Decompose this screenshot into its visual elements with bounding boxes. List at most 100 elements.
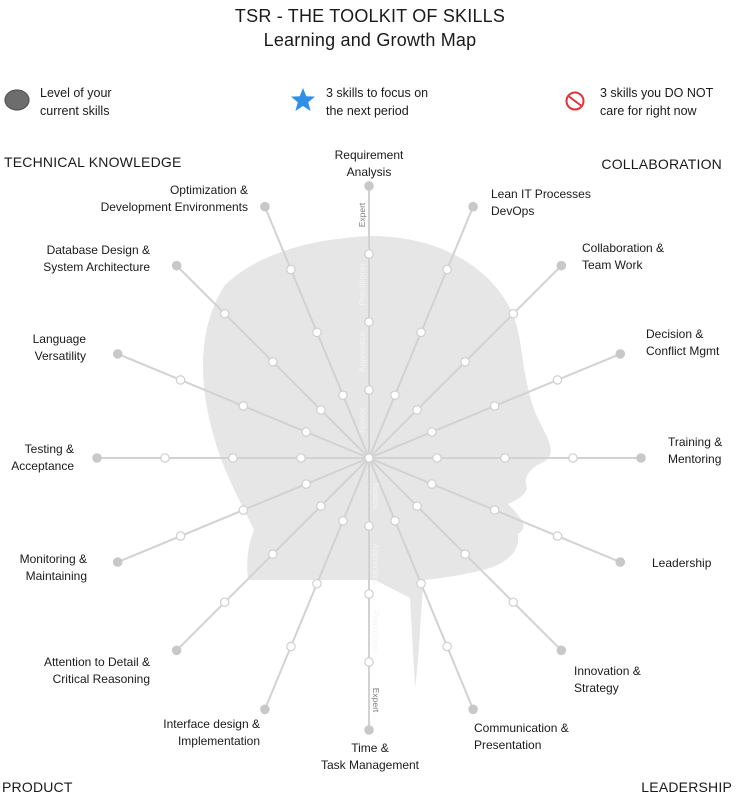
- level-dot-practitioner[interactable]: [552, 531, 563, 541]
- level-dot-expert[interactable]: [171, 645, 182, 656]
- level-dot-practitioner[interactable]: [175, 531, 186, 541]
- level-dot-expert[interactable]: [260, 704, 270, 715]
- level-dot-practitioner[interactable]: [219, 308, 230, 319]
- legend-focus-skills: 3 skills to focus on the next period: [326, 86, 429, 118]
- skill-label-interface-design-implementation: Interface design & Implementation: [163, 717, 260, 748]
- level-label-expert: Expert: [357, 202, 367, 227]
- level-dot-apprentice[interactable]: [268, 549, 278, 559]
- category-collaboration: COLLABORATION: [601, 156, 722, 172]
- level-dot-apprentice[interactable]: [364, 589, 374, 599]
- level-label-apprentice: Apprentice: [371, 544, 381, 585]
- level-dot-apprentice[interactable]: [238, 505, 249, 515]
- level-dot-novice[interactable]: [316, 501, 326, 511]
- level-dot-apprentice[interactable]: [460, 357, 470, 367]
- level-dot-apprentice[interactable]: [228, 453, 238, 463]
- level-dot-expert[interactable]: [636, 453, 646, 463]
- red-prohibited-icon: [564, 90, 586, 117]
- skill-label-leadership: Leadership: [652, 556, 712, 570]
- level-dot-practitioner[interactable]: [364, 249, 374, 259]
- level-dot-novice[interactable]: [390, 516, 400, 526]
- skill-label-collaboration-team-work: Collaboration & Team Work: [582, 241, 665, 272]
- level-dot-expert[interactable]: [364, 181, 374, 191]
- level-dot-expert[interactable]: [556, 260, 567, 271]
- level-dot-practitioner[interactable]: [219, 597, 230, 608]
- skill-label-time-task-management: Time & Task Management: [320, 741, 420, 772]
- level-dot-expert[interactable]: [112, 349, 123, 359]
- category-product: PRODUCT: [2, 779, 73, 795]
- level-dot-practitioner[interactable]: [175, 375, 186, 385]
- level-dot-practitioner[interactable]: [568, 453, 578, 463]
- level-dot-expert[interactable]: [615, 557, 626, 567]
- level-dot-novice[interactable]: [316, 405, 326, 415]
- skill-label-decision-conflict-mgmt: Decision & Conflict Mgmt: [646, 327, 720, 358]
- level-dot-expert[interactable]: [556, 645, 567, 656]
- level-dot-practitioner[interactable]: [286, 641, 296, 652]
- center-dot: [364, 453, 374, 463]
- legend-ignore-skills: 3 skills you DO NOT care for right now: [600, 86, 714, 118]
- level-dot-novice[interactable]: [338, 516, 348, 526]
- level-dot-apprentice[interactable]: [416, 578, 426, 589]
- level-dot-expert[interactable]: [364, 725, 374, 735]
- level-dot-novice[interactable]: [301, 479, 311, 489]
- level-dot-expert[interactable]: [171, 260, 182, 271]
- level-dot-novice[interactable]: [390, 390, 400, 400]
- level-dot-apprentice[interactable]: [268, 357, 278, 367]
- level-dot-apprentice[interactable]: [489, 505, 500, 515]
- skill-label-communication-presentation: Communication & Presentation: [474, 721, 569, 752]
- level-dot-novice[interactable]: [427, 427, 437, 437]
- level-dot-novice[interactable]: [338, 390, 348, 400]
- level-dot-expert[interactable]: [260, 201, 270, 212]
- skill-label-testing-acceptance: Testing & Acceptance: [11, 442, 74, 473]
- level-dot-novice[interactable]: [301, 427, 311, 437]
- level-dot-practitioner[interactable]: [364, 657, 374, 667]
- level-label-practitioner: Practitioner: [371, 611, 381, 654]
- level-dot-practitioner[interactable]: [508, 308, 519, 319]
- level-label-novice: Novice: [371, 483, 381, 509]
- level-dot-apprentice[interactable]: [364, 317, 374, 327]
- level-dot-practitioner[interactable]: [442, 641, 452, 652]
- blue-star-icon: [290, 87, 316, 118]
- level-dot-apprentice[interactable]: [238, 401, 249, 411]
- level-dot-apprentice[interactable]: [500, 453, 510, 463]
- level-dot-novice[interactable]: [364, 521, 374, 531]
- page-title: TSR - THE TOOLKIT OF SKILLS: [234, 6, 506, 26]
- level-dot-practitioner[interactable]: [552, 375, 563, 385]
- level-dot-expert[interactable]: [468, 704, 478, 715]
- skill-label-requirement-analysis: Requirement Analysis: [334, 148, 404, 179]
- level-dot-practitioner[interactable]: [286, 264, 296, 275]
- level-dot-novice[interactable]: [296, 453, 306, 463]
- level-label-practitioner: Practitioner: [357, 262, 367, 305]
- level-label-apprentice: Apprentice: [357, 331, 367, 372]
- skill-label-innovation-strategy: Innovation & Strategy: [574, 664, 641, 695]
- level-dot-apprentice[interactable]: [489, 401, 500, 411]
- level-dot-novice[interactable]: [432, 453, 442, 463]
- level-dot-apprentice[interactable]: [312, 578, 322, 589]
- category-technical-knowledge: TECHNICAL KNOWLEDGE: [4, 154, 182, 170]
- skill-label-monitoring-maintaining: Monitoring & Maintaining: [19, 552, 87, 583]
- level-dot-expert[interactable]: [468, 201, 478, 212]
- level-dot-novice[interactable]: [364, 385, 374, 395]
- level-dot-novice[interactable]: [427, 479, 437, 489]
- level-dot-novice[interactable]: [412, 405, 422, 415]
- category-leadership: LEADERSHIP: [641, 779, 732, 795]
- legend-current-skills: Level of your current skills: [40, 86, 112, 118]
- level-dot-apprentice[interactable]: [460, 549, 470, 559]
- level-label-expert: Expert: [371, 688, 381, 713]
- skill-label-language-versatility: Language Versatility: [32, 332, 86, 363]
- skill-label-database-design-system-architecture: Database Design & System Architecture: [43, 243, 150, 274]
- skill-label-training-mentoring: Training & Mentoring: [668, 435, 723, 466]
- skill-label-attention-to-detail-critical-reasoning: Attention to Detail & Critical Reasoning: [43, 655, 150, 686]
- level-dot-apprentice[interactable]: [416, 327, 426, 338]
- level-dot-practitioner[interactable]: [442, 264, 452, 275]
- level-dot-apprentice[interactable]: [312, 327, 322, 338]
- level-dot-practitioner[interactable]: [508, 597, 519, 608]
- skill-label-optimization-development-environments: Optimization & Development Environments: [100, 183, 248, 214]
- level-dot-expert[interactable]: [92, 453, 102, 463]
- level-dot-novice[interactable]: [412, 501, 422, 511]
- level-dot-practitioner[interactable]: [160, 453, 170, 463]
- skill-label-lean-it-processes-devops: Lean IT Processes DevOps: [491, 187, 591, 218]
- page-subtitle: Learning and Growth Map: [263, 30, 477, 50]
- level-dot-expert[interactable]: [112, 557, 123, 567]
- level-dot-expert[interactable]: [615, 349, 626, 359]
